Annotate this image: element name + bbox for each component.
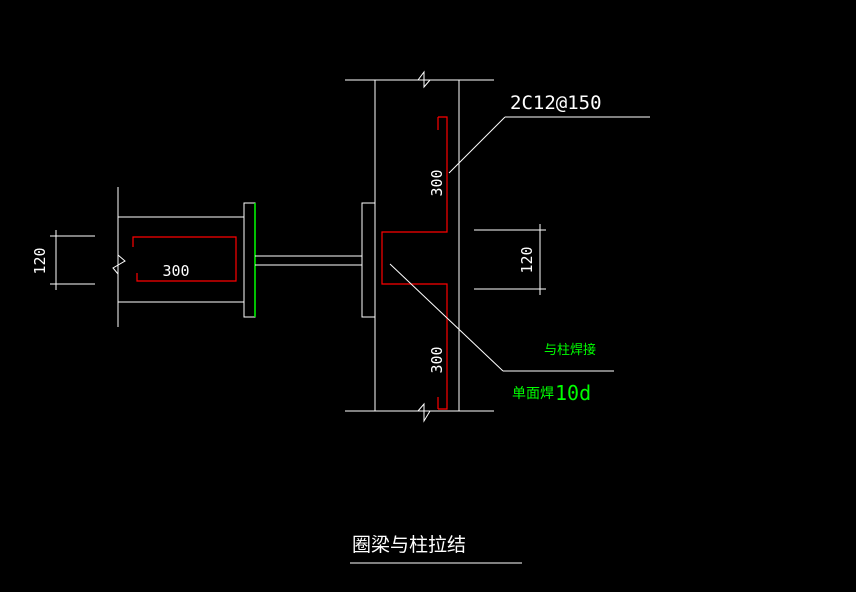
- leaders: [350, 116, 650, 564]
- rebar-spec-leader: [448, 116, 506, 174]
- tie-connection: [243, 202, 376, 318]
- dim-left-text: 120: [31, 247, 49, 274]
- rebar-spec-label: 2C12@150: [510, 92, 602, 114]
- column-rebar: [381, 116, 448, 410]
- beam-break-symbol: [112, 254, 126, 275]
- beam-rebar: [132, 236, 237, 282]
- upper-length-text: 300: [428, 169, 446, 196]
- column-break-top-symbol: [417, 70, 431, 89]
- dim-right-text: 120: [518, 246, 536, 273]
- beam-end-plate: [243, 202, 256, 318]
- beam-rebar-loop: [132, 236, 237, 282]
- column: [345, 70, 494, 423]
- weld-note-text: 与柱焊接: [544, 342, 596, 358]
- weld-spec-label: 单面焊: [512, 386, 554, 402]
- beam-length-text: 300: [162, 262, 189, 280]
- drawing-title: 圈梁与柱拉结: [352, 534, 466, 556]
- ring-beam: [112, 187, 244, 327]
- lower-length-text: 300: [428, 346, 446, 373]
- dimension-right: [474, 224, 546, 295]
- weld-leader: [389, 263, 504, 372]
- upper-rebar: [381, 116, 448, 410]
- column-plate: [361, 202, 376, 318]
- weld-spec-value: 10d: [555, 381, 591, 405]
- column-break-bottom-symbol: [417, 402, 431, 423]
- dimension-left: [50, 230, 95, 290]
